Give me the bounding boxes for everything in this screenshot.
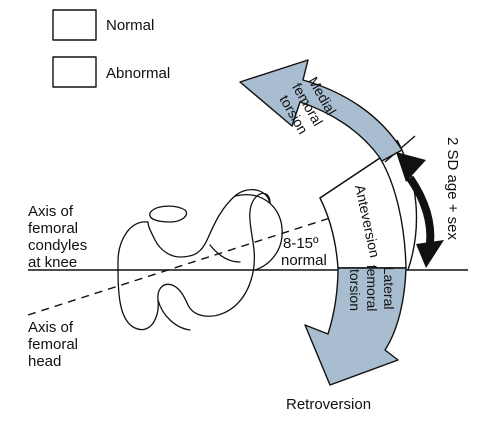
lateral-torsion-arrow: [304, 267, 407, 386]
medial-torsion-arrow: [239, 59, 403, 199]
legend-normal-swatch: [52, 9, 97, 41]
legend-normal-label: Normal: [106, 17, 154, 34]
femoral-head-axis-line: [27, 217, 331, 316]
head-axis-label: Axis of femoral head: [28, 319, 82, 370]
normal-angle-label: 8-15º normal: [281, 235, 327, 269]
arc-guide: [396, 139, 418, 271]
retroversion-label: Retroversion: [286, 396, 371, 413]
condyle-axis-label: Axis of femoral condyles at knee: [28, 203, 91, 271]
legend-abnormal-label: Abnormal: [106, 65, 170, 82]
double-headed-arrow-icon: [396, 152, 444, 268]
sd-range-label: 2 SD age + sex: [444, 137, 461, 240]
medial-torsion-label: Medial femoral torsion: [274, 72, 343, 141]
legend: Normal Abnormal: [52, 9, 170, 88]
femur-outline: [117, 188, 283, 331]
legend-abnormal-swatch: [52, 56, 97, 88]
lateral-torsion-label: Lateral femoral torsion: [347, 265, 397, 316]
